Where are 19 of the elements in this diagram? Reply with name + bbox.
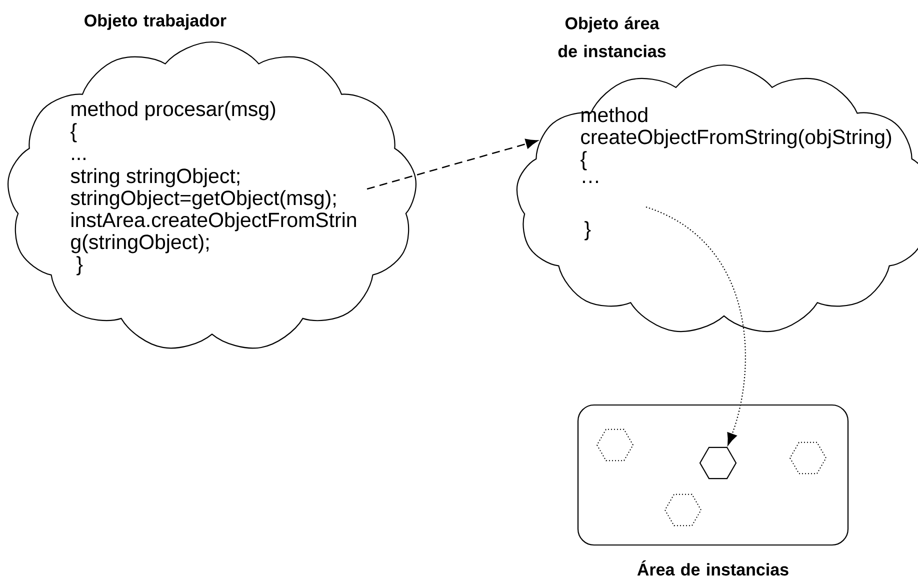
code-line: stringObject=getObject(msg); (70, 190, 336, 210)
code-line: method procesar(msg) (72, 101, 276, 120)
arrow (366, 138, 538, 190)
code-line: { (580, 151, 587, 170)
code-line: { (70, 123, 77, 142)
arrow (646, 206, 746, 446)
heading: Área de instancias (637, 560, 788, 576)
code-line: g(stringObject); (71, 234, 208, 254)
heading: Objeto área de instancias (558, 16, 666, 58)
code-line: createObjectFromString(objString) (581, 129, 892, 148)
code-line: method (582, 107, 648, 122)
code-line: } (76, 256, 83, 276)
heading: Objeto trabajador (84, 14, 226, 30)
code-line: string stringObject; (70, 168, 240, 188)
code-line: instArea.createObjectFromStrin (72, 212, 356, 232)
code-line: } (584, 221, 591, 240)
code-line: ... (72, 158, 86, 160)
hexagon (699, 446, 737, 480)
code-line: … (582, 180, 598, 183)
